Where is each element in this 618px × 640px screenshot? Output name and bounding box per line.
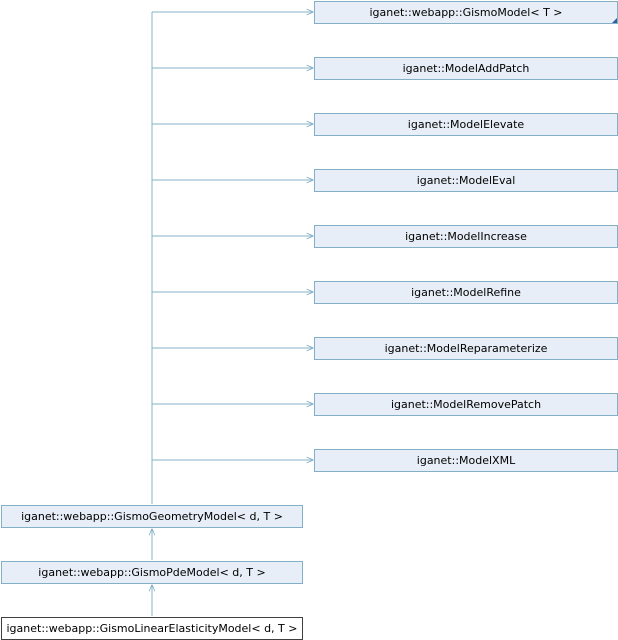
node-model-elevate-label: iganet::ModelElevate [407,118,525,131]
node-model-refine[interactable]: iganet::ModelRefine [314,281,618,304]
node-gismo-model-label: iganet::webapp::GismoModel< T > [369,6,563,19]
node-model-xml[interactable]: iganet::ModelXML [314,449,618,472]
node-model-eval[interactable]: iganet::ModelEval [314,169,618,192]
node-model-add-patch-label: iganet::ModelAddPatch [402,62,530,75]
node-model-increase-label: iganet::ModelIncrease [405,230,527,243]
node-model-eval-label: iganet::ModelEval [416,174,516,187]
node-model-reparameterize-label: iganet::ModelReparameterize [384,342,548,355]
node-gismo-geometry-model-label: iganet::webapp::GismoGeometryModel< d, T… [21,510,283,523]
node-model-increase[interactable]: iganet::ModelIncrease [314,225,618,248]
node-model-xml-label: iganet::ModelXML [416,454,516,467]
node-gismo-linear-elasticity-model-label: iganet::webapp::GismoLinearElasticityMod… [6,622,298,635]
node-gismo-pde-model-label: iganet::webapp::GismoPdeModel< d, T > [38,566,266,579]
node-model-add-patch[interactable]: iganet::ModelAddPatch [314,57,618,80]
node-gismo-model[interactable]: iganet::webapp::GismoModel< T > [314,1,618,24]
node-model-elevate[interactable]: iganet::ModelElevate [314,113,618,136]
node-gismo-linear-elasticity-model: iganet::webapp::GismoLinearElasticityMod… [1,617,303,640]
node-gismo-geometry-model[interactable]: iganet::webapp::GismoGeometryModel< d, T… [1,505,303,528]
node-model-remove-patch-label: iganet::ModelRemovePatch [390,398,542,411]
node-model-refine-label: iganet::ModelRefine [411,286,521,299]
node-model-reparameterize[interactable]: iganet::ModelReparameterize [314,337,618,360]
node-model-remove-patch[interactable]: iganet::ModelRemovePatch [314,393,618,416]
node-corner-icon [612,18,617,23]
node-gismo-pde-model[interactable]: iganet::webapp::GismoPdeModel< d, T > [1,561,303,584]
